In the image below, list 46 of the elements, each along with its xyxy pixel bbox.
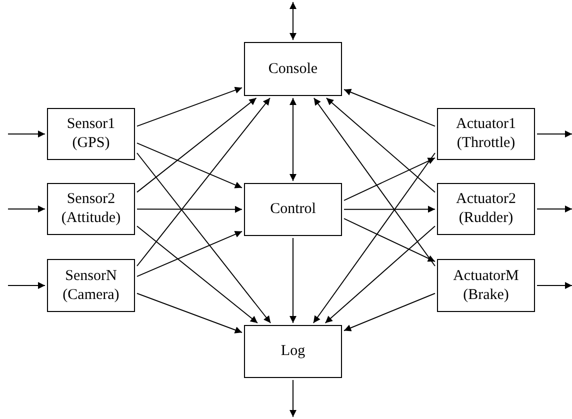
arrow xyxy=(136,86,242,127)
arrow xyxy=(8,130,46,138)
arrow xyxy=(136,230,242,277)
node-label: Sensor1 (GPS) xyxy=(66,115,116,153)
node-label: Actuator2 (Rudder) xyxy=(455,190,517,228)
process-box xyxy=(47,259,135,312)
arrow xyxy=(8,206,46,212)
arrow xyxy=(344,206,436,213)
arrow xyxy=(290,380,296,418)
node-label: ActuatorM (Brake) xyxy=(452,266,520,304)
process-box xyxy=(437,259,535,312)
process-box xyxy=(47,108,135,160)
process-box xyxy=(244,183,342,236)
arrow xyxy=(326,98,436,193)
node-label: SensorN (Camera) xyxy=(62,266,120,304)
node-label: Sensor2 (Attitude) xyxy=(60,190,122,228)
arrow xyxy=(536,130,572,138)
arrow xyxy=(290,238,296,324)
arrow xyxy=(136,292,242,334)
node-label: Actuator1 (Throttle) xyxy=(455,115,517,153)
node-label: Console xyxy=(268,60,318,78)
node-label: Control xyxy=(270,200,316,219)
process-box xyxy=(437,108,535,160)
arrow xyxy=(136,206,242,213)
arrow xyxy=(136,226,258,324)
arrow xyxy=(8,282,46,289)
arrow xyxy=(136,98,257,193)
arrow xyxy=(344,292,436,332)
process-box xyxy=(244,42,342,96)
arrow xyxy=(312,152,436,324)
arrow xyxy=(344,157,436,201)
arrow xyxy=(313,98,436,266)
arrow xyxy=(136,152,272,324)
process-box xyxy=(437,183,535,235)
arrow xyxy=(344,218,436,262)
process-box xyxy=(47,183,135,235)
arrow xyxy=(136,142,242,188)
process-box xyxy=(244,325,342,378)
arrow xyxy=(290,2,296,40)
node-label: Log xyxy=(280,342,306,361)
arrow xyxy=(536,206,572,212)
arrow xyxy=(324,226,436,324)
arrow xyxy=(344,88,436,127)
arrow xyxy=(536,282,572,289)
arrow xyxy=(290,98,296,182)
arrow xyxy=(136,98,270,266)
